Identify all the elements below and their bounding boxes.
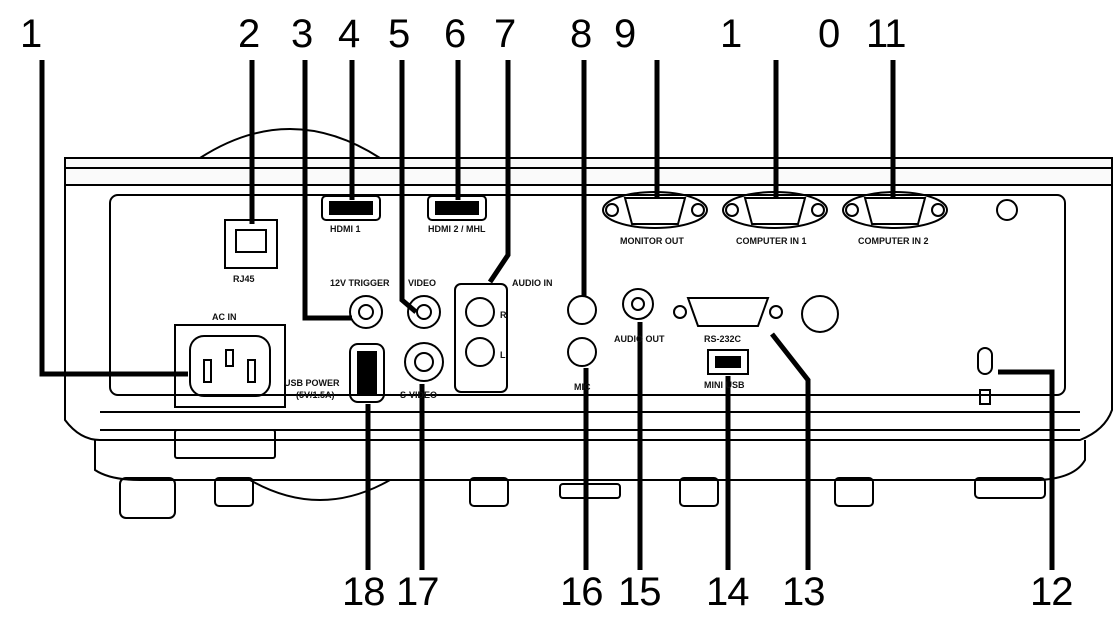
label-mini-usb: MINI USB — [704, 380, 745, 390]
callout-7: 7 — [494, 12, 516, 56]
rj45-port-inner — [235, 229, 267, 253]
leader-12 — [998, 369, 1055, 570]
lens-dome-outline — [199, 128, 381, 159]
monitor-out-port — [602, 191, 708, 229]
label-rs232: RS-232C — [704, 334, 742, 344]
label-usb-power-2: (5V/1.5A) — [296, 390, 335, 400]
callout-4: 4 — [338, 12, 360, 56]
audio-out-jack — [622, 288, 654, 320]
label-mic: MIC — [574, 382, 591, 392]
trigger-jack — [349, 295, 383, 329]
foot-adjuster-right — [974, 477, 1046, 499]
usb-power-port-slot — [357, 351, 377, 395]
mini-usb-port — [707, 349, 749, 375]
rs232-screw-left — [673, 305, 687, 319]
label-computer-in1: COMPUTER IN 1 — [736, 236, 807, 246]
callout-13: 13 — [782, 570, 825, 614]
video-jack — [407, 295, 441, 329]
ac-in-socket-inner — [189, 335, 271, 397]
callout-5: 5 — [388, 12, 410, 56]
ports — [174, 191, 993, 408]
foot-3 — [469, 477, 509, 507]
rs232-screw-right — [769, 305, 783, 319]
label-rj45: RJ45 — [233, 274, 255, 284]
screw-icon — [996, 199, 1018, 221]
label-usb-power-1: USB POWER — [284, 378, 340, 388]
label-audio-in: AUDIO IN — [512, 278, 553, 288]
ac-pin-right — [247, 359, 256, 383]
audio-in-block — [454, 283, 508, 393]
svideo-jack — [404, 342, 444, 382]
ac-pin-ground — [225, 349, 234, 367]
label-hdmi1: HDMI 1 — [330, 224, 361, 234]
audio-out-jack-inner — [631, 297, 645, 311]
lens-underside — [249, 479, 391, 501]
projector-body — [64, 128, 1113, 519]
callout-18: 18 — [342, 570, 385, 614]
mic-jack — [567, 337, 597, 367]
leader-13 — [770, 332, 811, 570]
panel-labels: RJ45 HDMI 1 HDMI 2 / MHL MONITOR OUT COM… — [212, 224, 929, 400]
audio-in-l-jack — [465, 337, 495, 367]
leader-7 — [487, 60, 511, 284]
ac-in-socket — [174, 324, 286, 408]
body-outline — [64, 185, 1113, 441]
ir-sensor — [801, 295, 839, 333]
rj45-port — [224, 219, 278, 269]
lock-icon — [979, 389, 991, 405]
callout-16: 16 — [560, 570, 603, 614]
callout-14: 14 — [706, 570, 749, 614]
rs232-port — [686, 297, 770, 327]
lower-housing — [94, 440, 1086, 481]
foot-left — [119, 477, 176, 519]
trigger-jack-inner — [358, 304, 374, 320]
callout-8: 8 — [570, 12, 592, 56]
leader-5 — [399, 60, 418, 314]
label-video: VIDEO — [408, 278, 436, 288]
callout-10-part-1: 1 — [720, 12, 742, 56]
callout-1: 1 — [20, 12, 42, 56]
security-lock-slot — [977, 347, 993, 375]
label-trigger: 12V TRIGGER — [330, 278, 390, 288]
audio-in-jack — [567, 295, 597, 325]
callout-9: 9 — [614, 12, 636, 56]
label-r: R — [500, 310, 507, 320]
foot-2 — [214, 477, 254, 507]
label-ac-in: AC IN — [212, 312, 237, 322]
mini-usb-port-slot — [715, 356, 741, 368]
foot-adjuster-mid — [559, 483, 621, 499]
audio-in-r-jack — [465, 297, 495, 327]
svideo-jack-inner — [414, 352, 434, 372]
usb-power-port — [349, 343, 385, 403]
label-hdmi2: HDMI 2 / MHL — [428, 224, 486, 234]
leader-3 — [302, 60, 352, 321]
foot-4 — [679, 477, 719, 507]
bracket — [174, 429, 276, 459]
label-computer-in2: COMPUTER IN 2 — [858, 236, 929, 246]
leader-1 — [39, 60, 188, 377]
ac-pin-left — [203, 359, 212, 383]
callout-17: 17 — [396, 570, 439, 614]
label-l: L — [500, 350, 506, 360]
callout-12: 12 — [1030, 570, 1073, 614]
callout-11: 11 — [866, 12, 907, 56]
callout-6: 6 — [444, 12, 466, 56]
top-edge — [64, 157, 1113, 186]
video-jack-inner — [416, 304, 432, 320]
callout-2: 2 — [238, 12, 260, 56]
label-monitor-out: MONITOR OUT — [620, 236, 684, 246]
leader-lines — [39, 60, 1055, 570]
hdmi2-port-slot — [435, 201, 479, 215]
label-svideo: S-VIDEO — [400, 390, 437, 400]
hdmi1-port-slot — [329, 201, 373, 215]
foot-5 — [834, 477, 874, 507]
callout-10-part-2: 0 — [818, 12, 840, 56]
callout-3: 3 — [291, 12, 313, 56]
callout-15: 15 — [618, 570, 661, 614]
label-audio-out: AUDIO OUT — [614, 334, 665, 344]
